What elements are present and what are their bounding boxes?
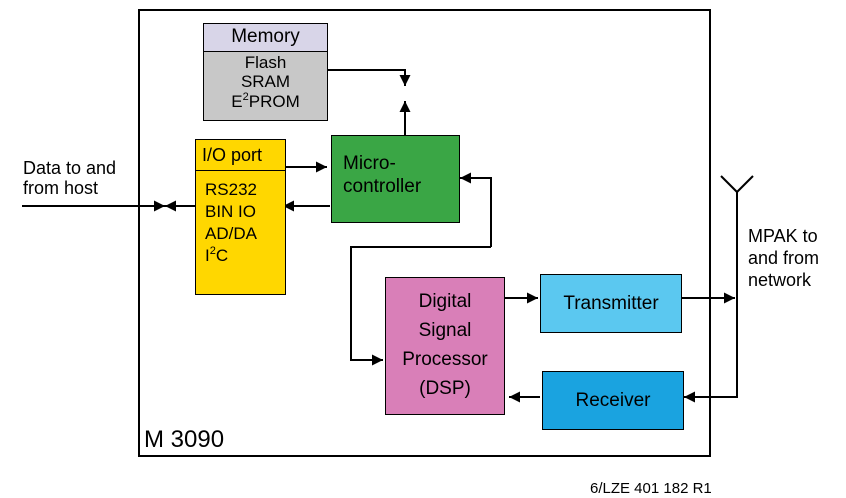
dsp-line1: Digital	[418, 291, 472, 312]
dsp-line2: Signal	[418, 320, 472, 341]
microcontroller-line2: controller	[343, 176, 422, 197]
host-label-line2: from host	[23, 178, 99, 198]
dsp-block: Digital Signal Processor (DSP)	[385, 277, 505, 415]
network-label-line1: MPAK to	[748, 226, 818, 246]
memory-item-eeprom: E2PROM	[231, 91, 300, 112]
transmitter-label: Transmitter	[563, 293, 659, 314]
receiver-label: Receiver	[575, 390, 651, 411]
io-port-item-ad-da: AD/DA	[205, 224, 257, 243]
antenna-icon	[720, 175, 754, 193]
memory-title: Memory	[231, 26, 300, 47]
document-reference: 6/LZE 401 182 R1	[590, 480, 712, 497]
transmitter-block: Transmitter	[540, 274, 682, 333]
memory-item-sram: SRAM	[240, 72, 291, 91]
io-port-block: I/O port RS232 BIN IO AD/DA I2C	[195, 139, 286, 295]
host-label-line1: Data to and	[23, 158, 117, 178]
network-label-line3: network	[748, 270, 812, 290]
module-outline	[138, 9, 711, 457]
network-to-receiver-arrow	[684, 192, 738, 403]
receiver-block: Receiver	[542, 371, 684, 430]
dsp-to-mcu-arrow	[460, 172, 492, 247]
module-name: M 3090	[144, 426, 225, 453]
microcontroller-line1: Micro-	[343, 153, 396, 174]
io-port-title: I/O port	[202, 145, 263, 165]
microcontroller-block: Micro- controller	[331, 135, 460, 223]
io-port-item-rs232: RS232	[205, 180, 257, 199]
memory-header	[204, 24, 327, 52]
memory-block: Memory Flash SRAM E2PROM	[203, 23, 328, 121]
memory-item-flash: Flash	[244, 53, 287, 72]
dsp-line3: Processor	[402, 349, 488, 370]
io-port-item-bin-io: BIN IO	[205, 202, 257, 221]
memory-to-mcu-arrow	[328, 69, 411, 86]
network-label-line2: and from	[748, 248, 820, 268]
mcu-to-dsp-arrow	[350, 246, 491, 366]
dsp-line4: (DSP)	[419, 378, 471, 399]
io-port-divider	[196, 170, 285, 171]
io-port-item-i2c: I2C	[205, 245, 229, 266]
